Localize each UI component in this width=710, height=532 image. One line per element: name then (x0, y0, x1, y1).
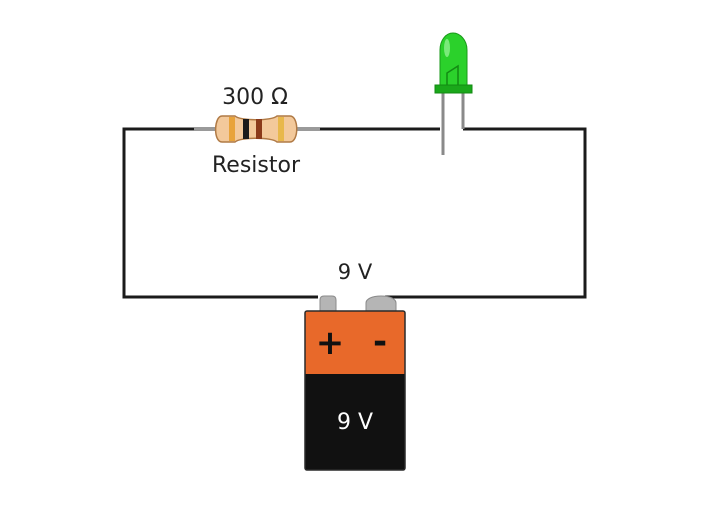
resistor-band-3 (256, 119, 262, 139)
battery-body-label: 9 V (337, 410, 373, 435)
battery-terminal-positive (319, 295, 337, 312)
wire-left-loop (122, 127, 318, 299)
led-dome (439, 32, 468, 86)
led (434, 32, 473, 155)
resistor-band-2 (243, 119, 249, 139)
led-highlight (444, 39, 450, 57)
resistor-value-label: 300 Ω (222, 85, 288, 110)
led-base-rim (434, 84, 473, 94)
battery-voltage-label: 9 V (338, 260, 373, 284)
led-internal-anvil (446, 64, 459, 85)
battery-cap (305, 311, 405, 375)
circuit-wires (122, 127, 587, 299)
battery-plus-symbol: + (316, 323, 345, 363)
battery-outline (304, 310, 406, 471)
battery-9v: + - 9 V (304, 295, 406, 471)
battery-minus-symbol: - (373, 322, 387, 362)
resistor-name-label: Resistor (212, 153, 301, 178)
resistor-band-4 (278, 117, 284, 141)
resistor-band-1 (229, 117, 235, 141)
resistor: 300 Ω Resistor (194, 85, 320, 178)
wire-led-to-right (385, 127, 587, 299)
battery-body (305, 374, 405, 470)
battery-terminal-negative (365, 295, 397, 312)
